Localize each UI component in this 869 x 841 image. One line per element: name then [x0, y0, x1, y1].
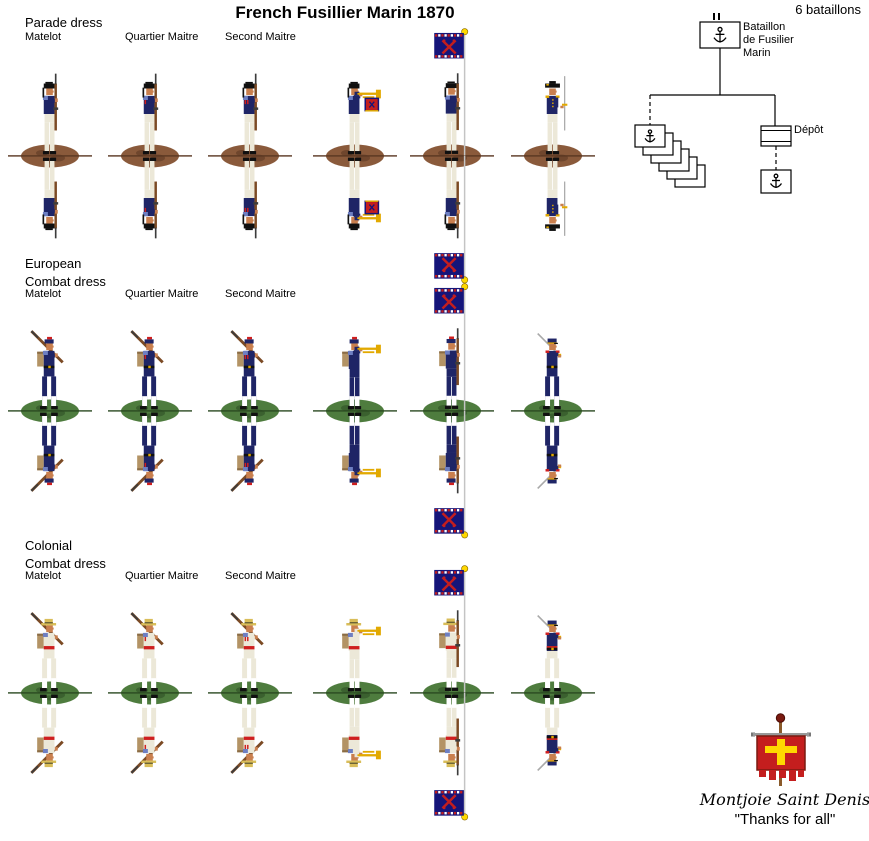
dress-label-colonial: Colonial	[25, 538, 72, 553]
soldier-second-maitre	[242, 73, 259, 155]
soldier-porte-drapeau-reflection	[434, 693, 469, 821]
soldier-matelot-reflection	[30, 694, 64, 774]
battalions-note: 6 bataillons	[795, 2, 861, 17]
soldier-quartier-maitre	[142, 73, 159, 155]
soldier-matelot-reflection	[30, 412, 64, 492]
soldier-clairon	[347, 81, 381, 155]
unit-label-line: Bataillon	[743, 21, 786, 33]
base-oval	[208, 399, 292, 423]
rank-label-european-1: Quartier Maitre	[125, 288, 199, 300]
rank-label-parade-2: Second Maitre	[225, 31, 296, 43]
soldier-quartier-maitre-reflection	[142, 157, 159, 239]
soldier-second-maitre	[230, 612, 264, 692]
dress-label-colonial: Combat dress	[25, 556, 106, 571]
rank-label-colonial-0: Matelot	[25, 570, 62, 582]
soldier-clairon-reflection	[342, 412, 381, 486]
soldier-officier-reflection	[537, 412, 562, 489]
motto-text: Montjoie Saint Denis	[699, 790, 869, 809]
soldier-officier	[545, 76, 568, 155]
unit-label-line: de Fusilier	[743, 34, 794, 46]
soldier-matelot	[30, 330, 64, 410]
soldier-officier	[537, 333, 562, 410]
unit-label: Bataillon de Fusilier Marin	[743, 21, 794, 60]
soldier-officier-reflection	[545, 157, 568, 236]
base-oval	[313, 681, 397, 705]
soldier-second-maitre-reflection	[230, 412, 264, 492]
rank-label-parade-0: Matelot	[25, 31, 62, 43]
soldier-clairon	[342, 336, 381, 410]
soldier-porte-drapeau-reflection	[434, 156, 469, 284]
organisation-chart	[634, 13, 792, 194]
dress-label-european: European	[25, 256, 82, 271]
soldier-second-maitre-reflection	[230, 694, 264, 774]
soldier-porte-drapeau	[434, 565, 469, 693]
soldier-matelot	[30, 612, 64, 692]
soldier-second-maitre	[230, 330, 264, 410]
soldier-quartier-maitre	[130, 612, 164, 692]
soldier-clairon-reflection	[342, 694, 381, 768]
soldier-porte-drapeau	[434, 283, 469, 411]
soldier-second-maitre-reflection	[242, 157, 259, 239]
soldier-quartier-maitre-reflection	[130, 412, 164, 492]
soldier-matelot	[42, 73, 59, 155]
page-title: French Fusillier Marin 1870	[235, 3, 455, 22]
rank-label-colonial-1: Quartier Maitre	[125, 570, 199, 582]
soldier-clairon	[342, 618, 381, 692]
soldier-officier-reflection	[537, 694, 562, 771]
rank-label-european-0: Matelot	[25, 288, 62, 300]
depot-label: Dépôt	[794, 124, 824, 136]
base-oval	[410, 681, 494, 705]
dress-label-european: Combat dress	[25, 274, 106, 289]
soldier-clairon-reflection	[347, 157, 381, 231]
oriflamme-banner	[751, 713, 811, 786]
soldier-matelot-reflection	[42, 157, 59, 239]
thanks-text: "Thanks for all"	[734, 811, 836, 828]
soldier-quartier-maitre-reflection	[130, 694, 164, 774]
rank-label-parade-1: Quartier Maitre	[125, 31, 199, 43]
soldier-porte-drapeau	[434, 28, 469, 156]
dress-label-parade: Parade dress	[25, 15, 103, 30]
soldier-porte-drapeau-reflection	[434, 411, 469, 539]
soldier-quartier-maitre	[130, 330, 164, 410]
rank-label-colonial-2: Second Maitre	[225, 570, 296, 582]
unit-label-line: Marin	[743, 47, 771, 59]
rank-label-european-2: Second Maitre	[225, 288, 296, 300]
soldier-officier	[537, 615, 562, 692]
